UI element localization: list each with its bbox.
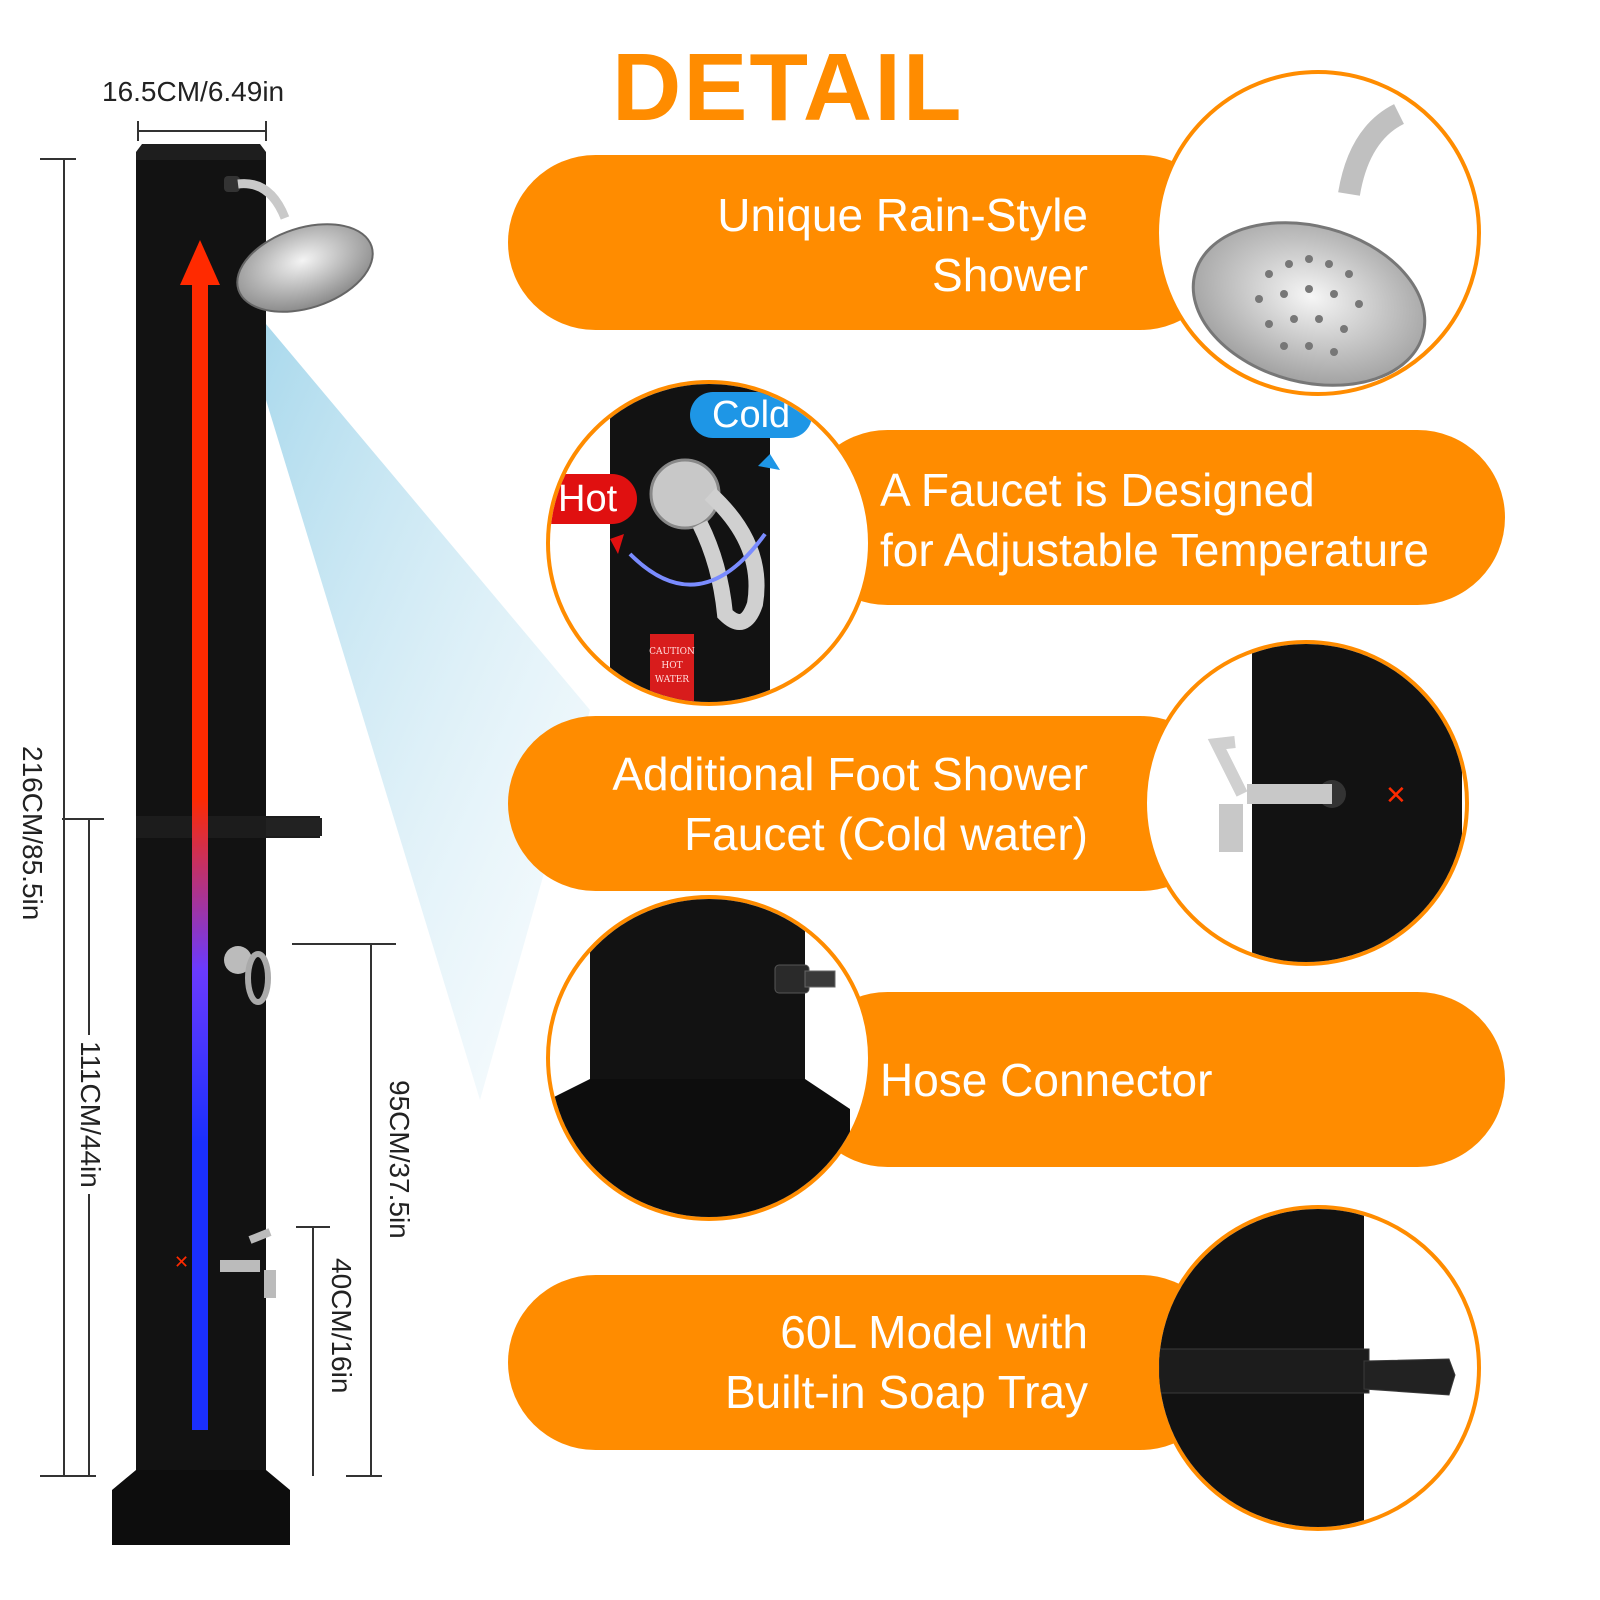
post-base [112,1470,290,1545]
total-height-tick-bottom [40,1475,96,1477]
feature-pill-hose-connector [800,992,1505,1167]
hose-connector-fitting [774,964,810,994]
width-dimension-label: 16.5CM/6.49in [102,76,285,107]
feature-line: A Faucet is Designed [880,464,1315,516]
width-dimension-tick-right [265,121,267,141]
feature-image-soap-tray [1155,1205,1481,1531]
feature-line: for Adjustable Temperature [880,524,1429,576]
feature-text-rain-shower: Unique Rain-Style Shower [540,185,1088,305]
soap-tray-closeup [1363,1358,1456,1396]
feature-pill-foot-shower [508,716,1228,891]
feature-line: Faucet (Cold water) [684,808,1088,860]
foot-faucet-pipe [220,1260,260,1272]
soap-tray [266,818,322,836]
shower-arm [237,179,290,220]
feature-line: Hose Connector [880,1054,1213,1106]
post-cap [136,144,266,160]
shower-head-closeup [1191,221,1427,387]
faucet-height-label: 111CM/44in [74,1035,106,1194]
cold-arrow-head [758,454,780,470]
caution-sign-line1: CAUTION [649,647,695,657]
feature-image-foot-shower: ✕ [1143,640,1469,966]
feature-text-foot-shower: Additional Foot Shower Faucet (Cold wate… [540,744,1088,864]
mixer-handle-closeup [692,488,765,630]
mid-height-tick-top [292,943,396,945]
hot-badge: Hot [550,474,638,524]
feature-image-hose-connector [546,895,872,1221]
temperature-arrow-shaft [192,280,208,1430]
foot-faucet-lever [248,1228,272,1244]
feature-text-soap-tray: 60L Model with Built-in Soap Tray [540,1302,1088,1422]
feature-pill-rain-shower [508,155,1228,330]
mid-height-tick-bottom [346,1475,382,1477]
mixer-faucet-base [224,946,252,974]
rotation-arc [628,532,767,587]
feature-pill-temperature-faucet [800,430,1505,605]
shower-head [236,223,374,313]
temperature-arrow-head [180,240,220,285]
total-height-label: 216CM/85.5in [16,740,48,927]
total-height-tick-top [40,158,76,160]
foot-faucet-spout-closeup [1219,804,1243,852]
hot-arrow-head [610,534,624,554]
foot-faucet-spout [264,1270,276,1298]
foot-height-line [312,1226,314,1476]
shower-arm-mount [224,176,240,192]
shower-nozzles [1255,255,1363,356]
foot-height-tick-top [296,1226,330,1228]
caution-sign [650,634,694,702]
soap-tray-band-closeup [1159,1348,1370,1394]
feature-text-hose-connector: Hose Connector [880,1050,1490,1110]
foot-faucet-icon: ✕ [174,1252,189,1273]
foot-height-label: 40CM/16in [326,1258,357,1394]
total-height-line [63,158,65,1476]
water-spray [240,305,590,1100]
feature-line: Shower [932,249,1088,301]
feature-image-temperature-faucet: CAUTION HOT WATER Cold Hot [546,380,872,706]
feature-line: Unique Rain-Style [717,189,1088,241]
faucet-height-tick-top [62,818,104,820]
caution-sign-line3: WATER [655,675,689,685]
shower-post-illustration: ✕ [112,144,590,1545]
hose-connector-nozzle [804,970,836,988]
feature-text-temperature-faucet: A Faucet is Designed for Adjustable Temp… [880,460,1490,580]
mixer-faucet-handle [245,951,271,1005]
feature-line: 60L Model with [780,1306,1088,1358]
cold-badge: Cold [690,392,813,438]
mid-height-line [370,943,372,1476]
width-dimension-tick-left [137,121,139,141]
foot-faucet-lever-closeup [1207,736,1248,797]
shower-arm-closeup [1338,104,1405,196]
width-dimension-line [137,130,267,132]
feature-line: Additional Foot Shower [612,748,1088,800]
foot-faucet-pipe-closeup [1247,784,1332,804]
page-title: DETAIL [612,34,964,141]
base-closeup [550,1079,850,1217]
caution-sign-line2: HOT [661,661,682,671]
feature-line: Built-in Soap Tray [724,1366,1088,1418]
wrench-icon: ✕ [1385,781,1407,811]
mid-height-label: 95CM/37.5in [384,1080,415,1239]
mixer-faucet-closeup [649,458,721,530]
feature-pill-soap-tray [508,1275,1228,1450]
feature-image-rain-shower [1155,70,1481,396]
